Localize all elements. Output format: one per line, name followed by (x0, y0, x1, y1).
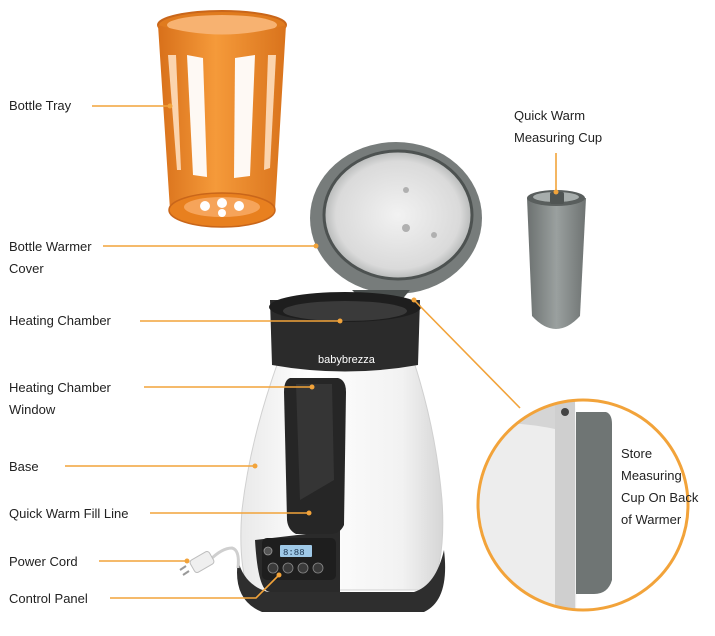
label-store-line1: Store (621, 446, 653, 461)
label-heating-chamber: Heating Chamber (9, 313, 111, 328)
label-store-line4: of Warmer (621, 512, 682, 527)
mode-button-3 (297, 562, 309, 574)
label-power-cord: Power Cord (9, 554, 78, 569)
control-panel: 8:88 (262, 538, 336, 580)
power-cord (179, 546, 240, 576)
mode-button-4 (312, 562, 324, 574)
label-bottle-tray: Bottle Tray (9, 98, 72, 113)
mode-button-2 (282, 562, 294, 574)
label-window-line2: Window (9, 402, 56, 417)
label-control-panel: Control Panel (9, 591, 88, 606)
measuring-cup (527, 190, 586, 329)
label-cup-line1: Quick Warm (514, 108, 586, 123)
label-base: Base (9, 459, 39, 474)
brand-logo: babybrezza (318, 354, 376, 366)
leader-control-panel (110, 574, 280, 599)
label-cover-line1: Bottle Warmer (9, 239, 92, 254)
mode-button-1 (267, 562, 279, 574)
label-cup-line2: Measuring Cup (514, 130, 603, 145)
power-button (263, 546, 273, 556)
leader-zoom (413, 299, 521, 409)
warmer-body: babybrezza 8:88 (237, 292, 446, 612)
leader-dots (167, 103, 559, 578)
label-store-line2: Measuring (621, 468, 682, 483)
bottle-tray (157, 10, 287, 228)
leader-lines (65, 105, 557, 599)
label-cover-line2: Cover (9, 261, 44, 276)
label-window-line1: Heating Chamber (9, 380, 111, 395)
zoom-inset (476, 398, 690, 612)
panel-display: 8:88 (283, 548, 305, 558)
bottle-warmer-cover (310, 142, 482, 302)
label-fill-line: Quick Warm Fill Line (9, 506, 129, 521)
label-store-line3: Cup On Back (621, 490, 699, 505)
